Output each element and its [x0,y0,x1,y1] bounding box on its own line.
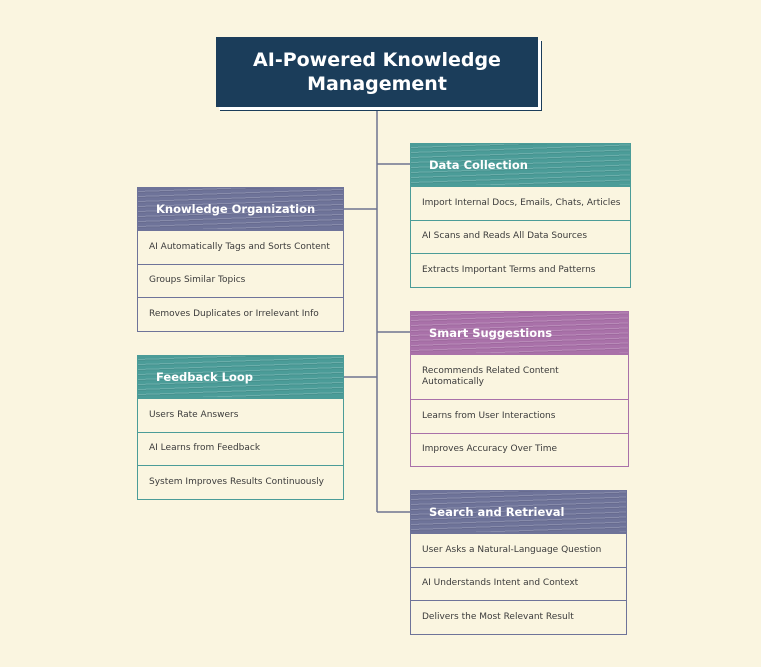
list-item: AI Scans and Reads All Data Sources [411,219,630,254]
card-heading: Smart Suggestions [429,325,553,340]
card-heading: Feedback Loop [156,369,254,384]
list-item: Extracts Important Terms and Patterns [411,253,630,287]
card-search-retrieval: Search and Retrieval User Asks a Natural… [410,490,627,635]
list-item: User Asks a Natural-Language Question [411,533,626,567]
card-heading: Search and Retrieval [429,504,565,519]
list-item: AI Understands Intent and Context [411,566,626,601]
list-item: System Improves Results Continuously [138,465,343,499]
list-item: Groups Similar Topics [138,263,343,298]
card-knowledge-organization: Knowledge Organization AI Automatically … [137,187,344,332]
card-heading: Knowledge Organization [156,201,316,216]
list-item: Removes Duplicates or Irrelevant Info [138,297,343,331]
list-item: Import Internal Docs, Emails, Chats, Art… [411,186,630,220]
card-heading: Data Collection [429,157,528,172]
list-item: Recommends Related Content Automatically [411,354,628,399]
card-header: Search and Retrieval [411,491,626,533]
list-item: AI Learns from Feedback [138,431,343,466]
card-smart-suggestions: Smart Suggestions Recommends Related Con… [410,311,629,467]
title-text: AI-Powered Knowledge Management [253,49,501,95]
card-data-collection: Data Collection Import Internal Docs, Em… [410,143,631,288]
list-item: AI Automatically Tags and Sorts Content [138,230,343,264]
card-header: Knowledge Organization [138,188,343,230]
list-item: Improves Accuracy Over Time [411,432,628,467]
list-item: Delivers the Most Relevant Result [411,600,626,634]
card-header: Data Collection [411,144,630,186]
card-feedback-loop: Feedback Loop Users Rate Answers AI Lear… [137,355,344,500]
card-header: Smart Suggestions [411,312,628,354]
diagram-title: AI-Powered Knowledge Management [216,37,538,107]
list-item: Users Rate Answers [138,398,343,432]
card-header: Feedback Loop [138,356,343,398]
list-item: Learns from User Interactions [411,399,628,433]
